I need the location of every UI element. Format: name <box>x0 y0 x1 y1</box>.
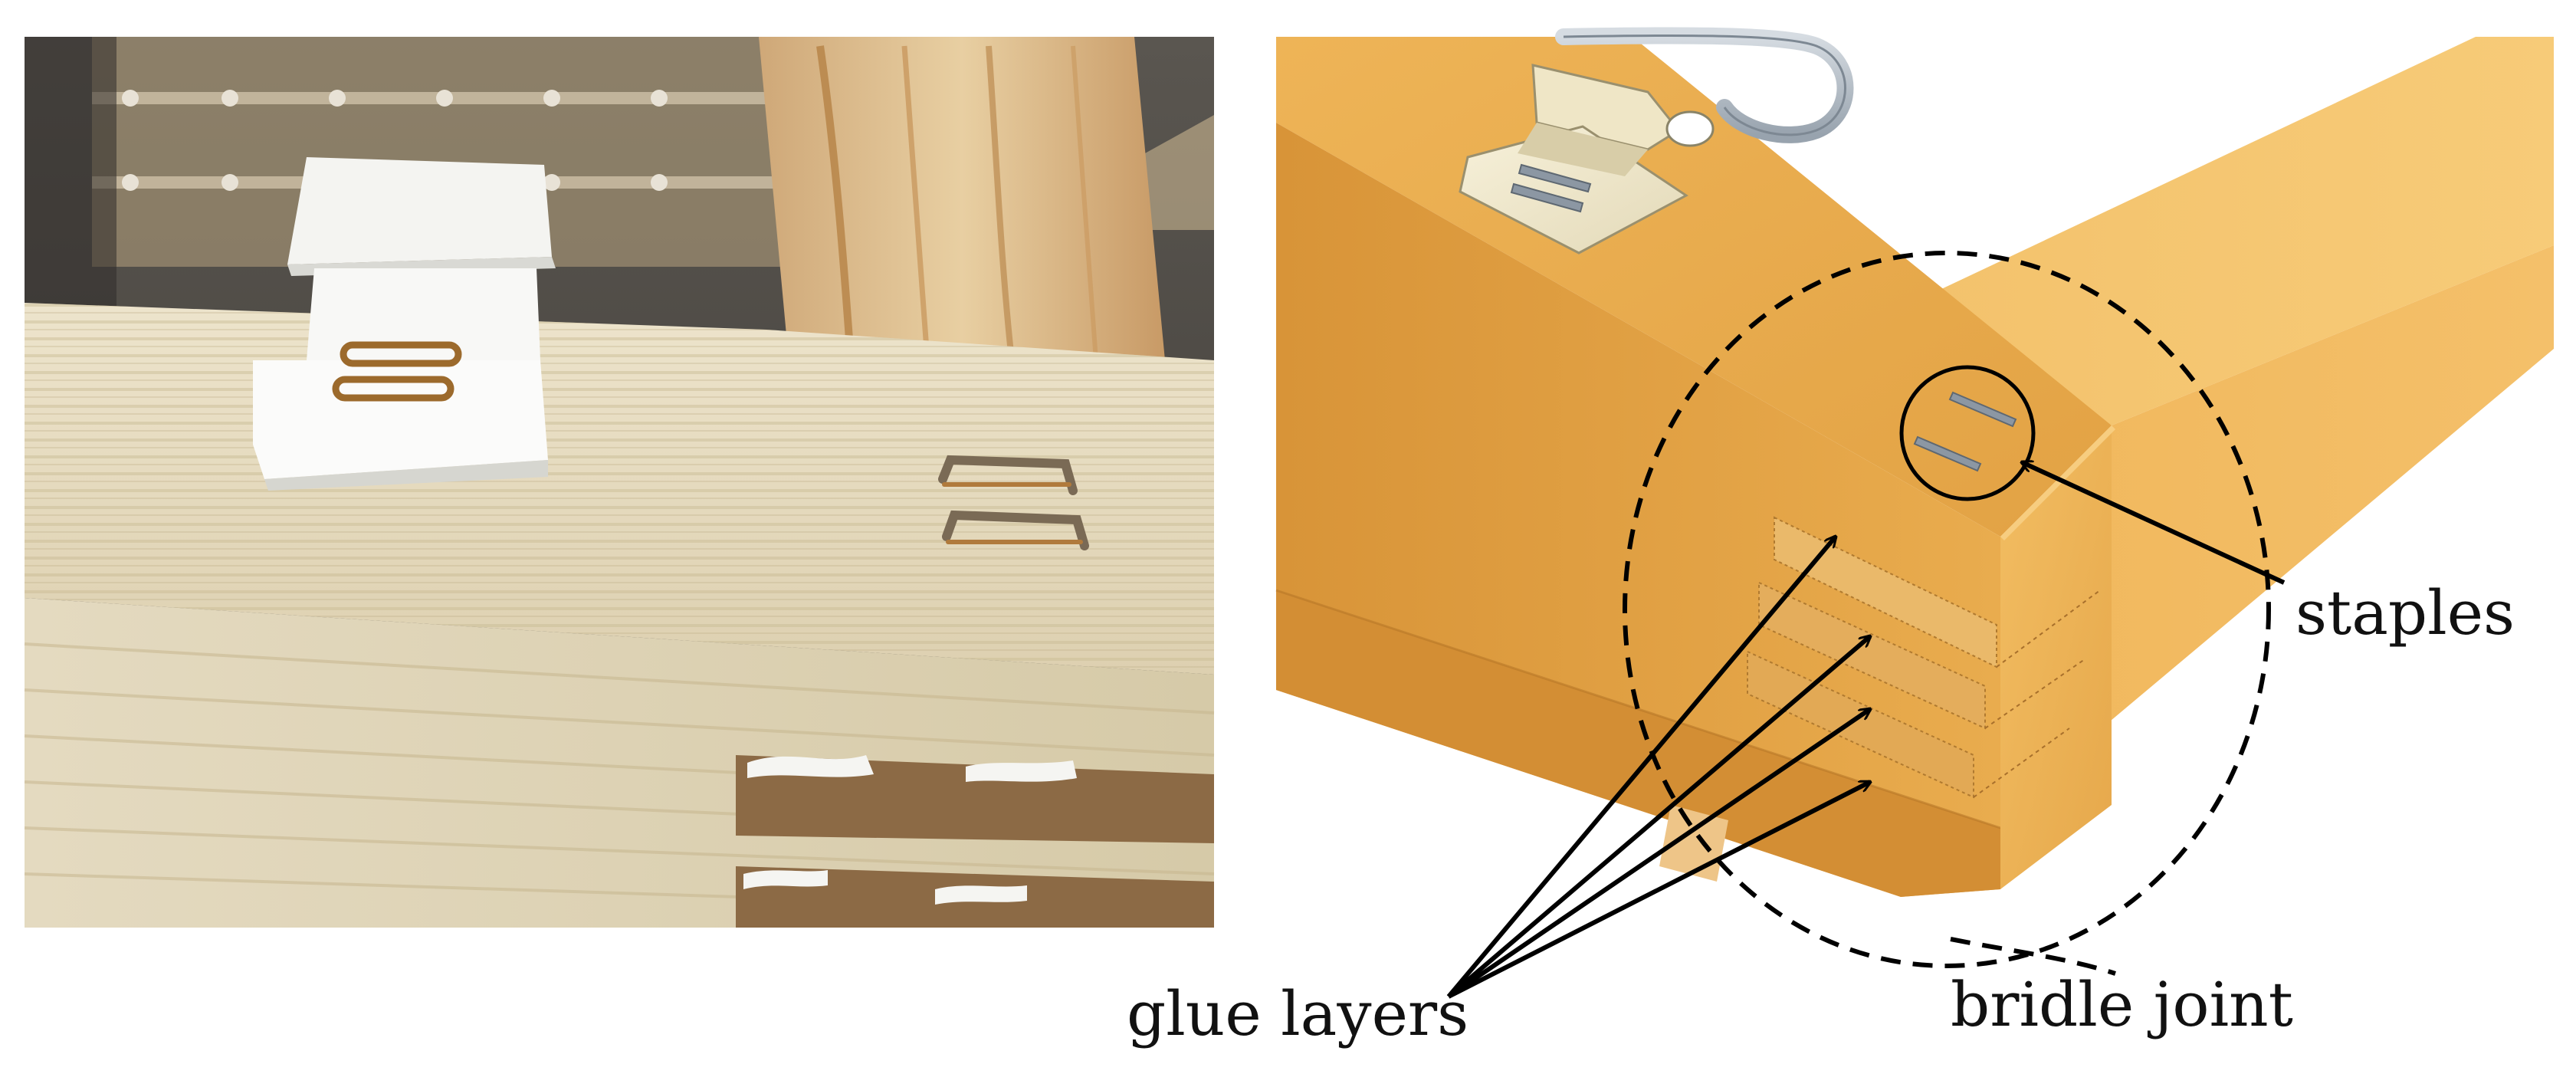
glue-arrow-4 <box>1447 780 1870 999</box>
photo-staples-in-wood <box>938 455 1089 550</box>
glue-layers-label: glue layers <box>1127 978 1468 1049</box>
staples-label: staples <box>2295 577 2515 649</box>
staples-highlight-circle <box>1899 365 2036 501</box>
staples-arrow <box>2022 462 2286 585</box>
bridle-joint-outline <box>1623 251 2271 976</box>
photo-clip <box>253 157 556 491</box>
glue-arrow-1 <box>1446 537 1836 998</box>
glue-arrow-3 <box>1447 709 1870 999</box>
glue-arrow-2 <box>1447 636 1870 999</box>
render-staples-on-clip <box>1510 163 1592 213</box>
render-panel: staples glue layers bridle joint <box>1127 27 2554 1049</box>
annotation-labels: staples glue layers bridle joint <box>1127 577 2515 1049</box>
render-staples-in-wood <box>1899 365 2036 501</box>
render-joint-layers <box>1659 516 2101 882</box>
annotation-arrows <box>1446 462 2286 999</box>
photo-panel <box>24 37 1215 928</box>
render-clip <box>1459 27 1854 255</box>
render-end-face <box>2000 425 2115 889</box>
photo-staples-on-clip <box>332 341 462 402</box>
photo-beam <box>24 303 1215 928</box>
bridle-joint-label: bridle joint <box>1951 969 2293 1040</box>
